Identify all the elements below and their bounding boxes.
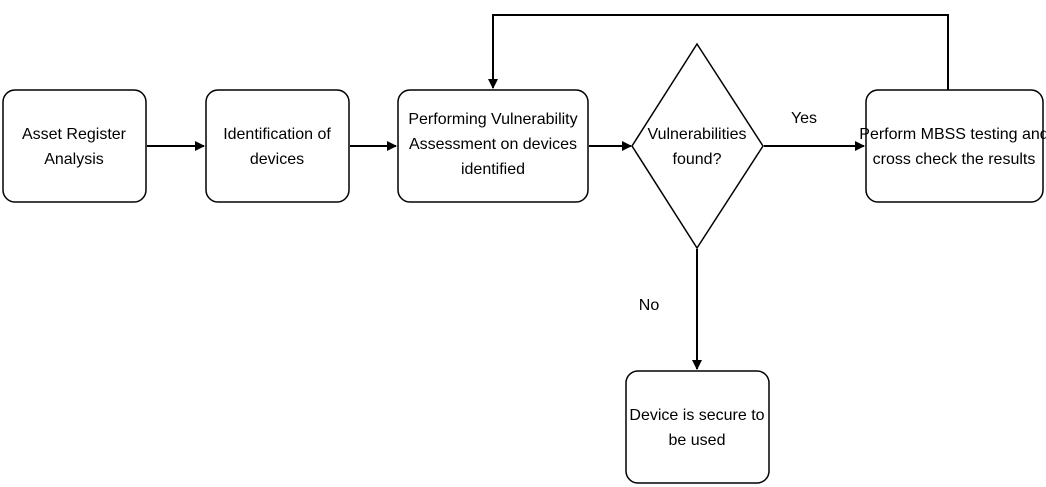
node-identification-of-devices: Identification of devices xyxy=(205,89,350,203)
node-identification-line2: devices xyxy=(250,151,304,168)
node-asset-register-analysis-line1: Asset Register xyxy=(22,126,127,143)
node-assessment-line1: Performing Vulnerability xyxy=(408,111,577,128)
node-mbss-line1: Perform MBSS testing and xyxy=(859,126,1046,143)
node-perform-mbss-testing: Perform MBSS testing and cross check the… xyxy=(859,89,1046,203)
node-asset-register-analysis-line2: Analysis xyxy=(44,151,104,168)
node-vulnerabilities-found-decision: Vulnerabilities found? xyxy=(631,42,764,250)
node-decision-line2: found? xyxy=(673,151,722,168)
node-assessment-line3: identified xyxy=(461,161,525,178)
node-assessment-line2: Assessment on devices xyxy=(409,136,577,153)
arrow-mbss-loop-back-to-assessment xyxy=(488,14,949,90)
yes-label: Yes xyxy=(791,110,817,127)
node-vulnerability-assessment: Performing Vulnerability Assessment on d… xyxy=(397,89,589,203)
no-label: No xyxy=(639,297,660,314)
node-secure-line2: be used xyxy=(669,432,726,449)
node-asset-register-analysis: Asset Register Analysis xyxy=(2,89,147,203)
node-decision-line1: Vulnerabilities xyxy=(647,126,746,143)
node-device-secure: Device is secure to be used xyxy=(625,370,770,484)
node-secure-line1: Device is secure to xyxy=(629,407,764,424)
node-mbss-line2: cross check the results xyxy=(873,151,1036,168)
node-identification-line1: Identification of xyxy=(223,126,331,143)
